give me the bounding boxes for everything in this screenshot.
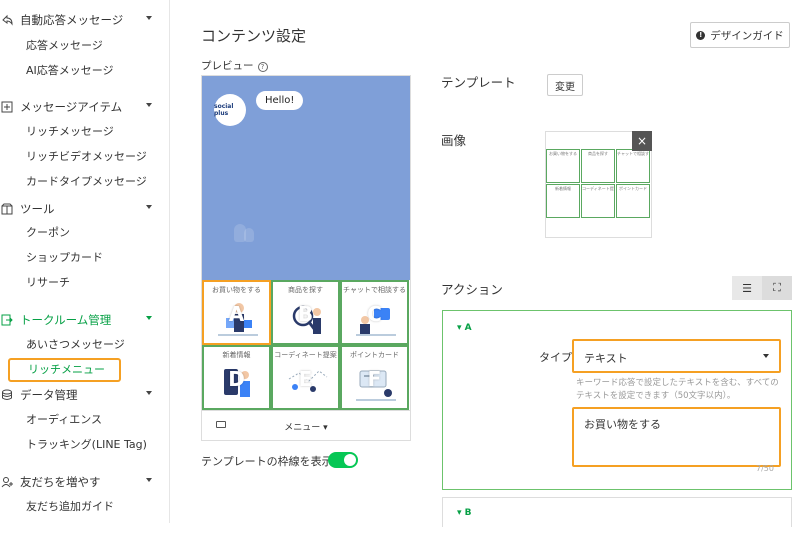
talkroom-icon	[0, 313, 14, 327]
sidebar-item-audience[interactable]: オーディエンス	[26, 413, 103, 426]
section-a-header[interactable]: ▾ A	[457, 323, 472, 333]
message-item-icon	[0, 100, 14, 114]
thumb-cell: 新着情報	[546, 184, 580, 218]
thumb-cell: チャットで相談する	[616, 149, 650, 183]
phone-preview: social plus Hello! お買い物をする A 商品を探す B チャッ…	[201, 75, 411, 441]
coordinate-icon	[288, 370, 328, 392]
sidebar-group-add-friend[interactable]: 友だちを増やす	[0, 470, 170, 494]
chevron-down-icon	[146, 316, 152, 320]
sidebar: 自動応答メッセージ 応答メッセージ AI応答メッセージ メッセージアイテム リッ…	[0, 0, 170, 523]
info-icon: !	[696, 30, 706, 40]
action-panel-a: ▾ A タイプ テキスト キーワード応答で設定したテキストを含む、すべてのテキス…	[442, 310, 792, 490]
sidebar-group-tool[interactable]: ツール	[0, 197, 170, 221]
design-guide-button[interactable]: ! デザインガイド	[690, 22, 790, 48]
menu-bar[interactable]: メニュー ▾	[202, 410, 410, 440]
ghost-shape	[244, 228, 254, 242]
chat-person-icon	[356, 308, 396, 336]
type-select[interactable]: テキスト	[572, 339, 781, 373]
action-text-input[interactable]: お買い物をする	[572, 407, 781, 467]
chevron-down-icon	[763, 354, 769, 358]
menu-cell-a[interactable]: お買い物をする A	[202, 280, 271, 345]
sidebar-item-rich-message[interactable]: リッチメッセージ	[26, 125, 114, 138]
sidebar-item-reply-message[interactable]: 応答メッセージ	[26, 39, 103, 52]
sidebar-item-tracking[interactable]: トラッキング(LINE Tag)	[26, 438, 147, 451]
sidebar-group-data[interactable]: データ管理	[0, 383, 170, 407]
close-icon[interactable]: ×	[632, 131, 652, 151]
add-friend-icon	[0, 475, 14, 489]
search-person-icon	[292, 305, 321, 334]
sidebar-item-ai-reply[interactable]: AI応答メッセージ	[26, 64, 114, 77]
chevron-down-icon	[146, 103, 152, 107]
chevron-down-icon	[146, 478, 152, 482]
tool-icon	[0, 202, 14, 216]
menu-cell-f[interactable]: ポイントカード F	[340, 345, 409, 410]
thumb-cell: 商品を探す	[581, 149, 615, 183]
menu-cell-e[interactable]: コーディネート提案 E	[271, 345, 340, 410]
sidebar-item-greeting[interactable]: あいさつメッセージ	[26, 338, 125, 351]
auto-reply-icon	[0, 13, 14, 27]
ghost-shape	[234, 224, 246, 242]
menu-cell-d[interactable]: 新着情報 D	[202, 345, 271, 410]
action-label: アクション	[441, 282, 503, 297]
rich-menu-grid: お買い物をする A 商品を探す B チャットで相談する C 新着情報 D コーデ…	[202, 280, 410, 410]
hint-text: キーワード応答で設定したテキストを含む、すべてのテキストを設定できます（50文字…	[576, 378, 779, 401]
avatar: social plus	[214, 94, 246, 126]
shopping-person-icon	[218, 303, 258, 336]
chevron-down-icon	[146, 16, 152, 20]
keyboard-icon[interactable]	[216, 421, 226, 428]
toggle-label: テンプレートの枠線を表示	[201, 455, 333, 468]
action-panel-b: ▾ B	[442, 497, 792, 527]
image-label: 画像	[441, 133, 467, 148]
page-title: コンテンツ設定	[201, 27, 307, 45]
sidebar-item-rich-menu[interactable]: リッチメニュー	[8, 358, 121, 382]
point-card-icon	[356, 370, 396, 401]
thumb-cell: ポイントカード	[616, 184, 650, 218]
thumb-cell: コーディネート提案	[581, 184, 615, 218]
change-template-button[interactable]: 変更	[547, 74, 583, 96]
sidebar-item-coupon[interactable]: クーポン	[26, 226, 70, 239]
database-icon	[0, 388, 14, 402]
sidebar-group-message-item[interactable]: メッセージアイテム	[0, 95, 170, 119]
sidebar-group-auto-reply[interactable]: 自動応答メッセージ	[0, 8, 170, 32]
type-label: タイプ	[539, 351, 572, 364]
view-toggle: ☰ ⛶	[732, 276, 792, 300]
sidebar-group-talkroom[interactable]: トークルーム管理	[0, 308, 170, 332]
preview-label: プレビュー?	[201, 58, 268, 73]
template-border-toggle[interactable]	[328, 452, 358, 468]
sidebar-item-research[interactable]: リサーチ	[26, 276, 70, 289]
char-counter: 7/50	[756, 464, 774, 473]
menu-cell-c[interactable]: チャットで相談する C	[340, 280, 409, 345]
template-label: テンプレート	[441, 75, 516, 90]
menu-cell-b[interactable]: 商品を探す B	[271, 280, 340, 345]
list-view-icon[interactable]: ☰	[732, 276, 762, 300]
chat-background: social plus Hello!	[202, 76, 410, 280]
sidebar-item-rich-video[interactable]: リッチビデオメッセージ	[26, 150, 147, 163]
thumb-cell: お買い物をする	[546, 149, 580, 183]
news-phone-icon	[224, 369, 250, 397]
chat-bubble: Hello!	[256, 91, 304, 110]
help-icon[interactable]: ?	[257, 62, 268, 72]
chevron-down-icon	[146, 205, 152, 209]
sidebar-item-shop-card[interactable]: ショップカード	[26, 251, 103, 264]
sidebar-item-card-type[interactable]: カードタイプメッセージ	[26, 175, 147, 188]
section-b-header[interactable]: ▾ B	[457, 508, 472, 518]
sidebar-item-friend-guide[interactable]: 友だち追加ガイド	[26, 500, 114, 513]
expand-view-icon[interactable]: ⛶	[762, 276, 792, 300]
menu-label: メニュー ▾	[284, 423, 328, 433]
chevron-down-icon	[146, 391, 152, 395]
